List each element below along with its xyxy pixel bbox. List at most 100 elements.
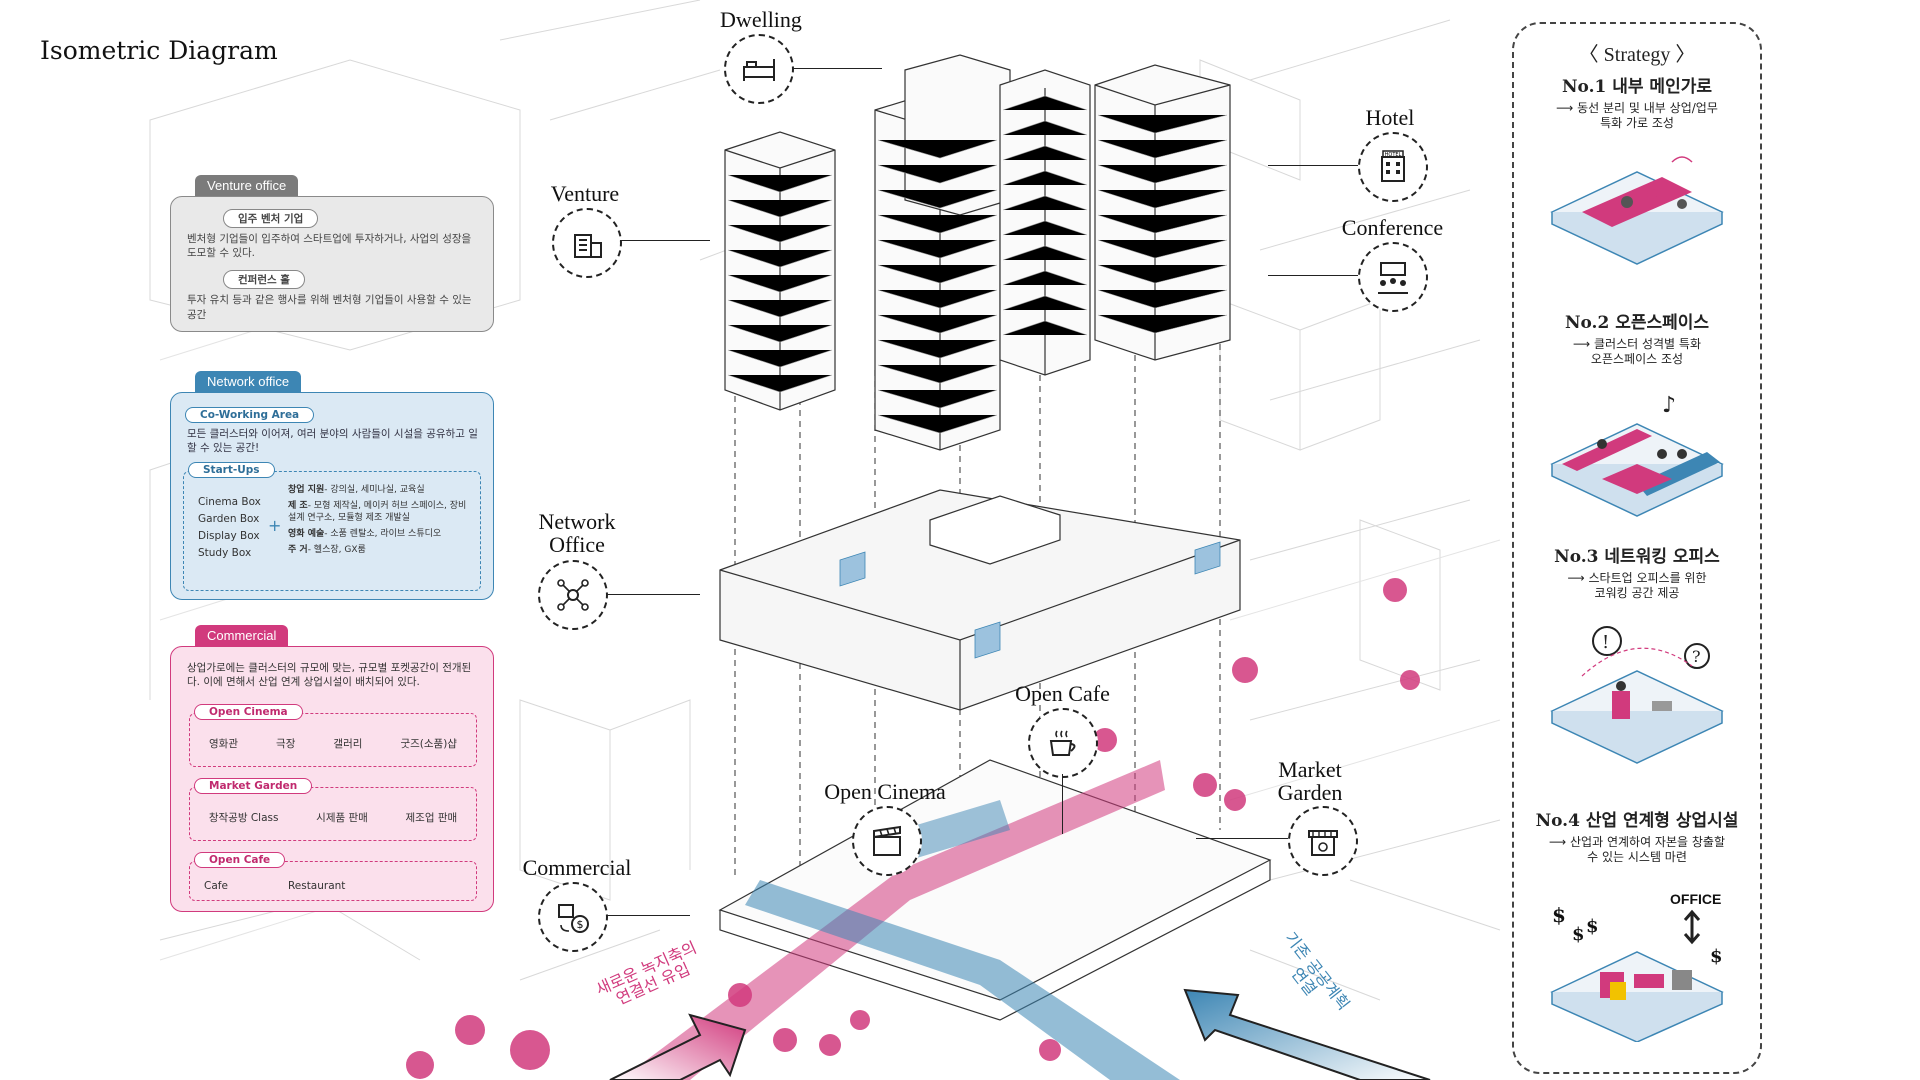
pink-arrow [609,1013,747,1080]
conference-leader [1268,275,1358,276]
venture-office-tab: Venture office [195,175,299,196]
strategy-illustration-openspace: ♪ [1550,393,1724,517]
box-item: Display Box [198,530,260,542]
market-garden-group: Market Garden 창작공방 Class 시제품 판매 제조업 판매 [189,778,477,841]
hotel-leader [1268,165,1358,166]
open-cinema-group: Open Cinema 영화관 극장 갤러리 굿즈(소품)샵 [189,704,477,767]
group-item: Restaurant [287,880,346,892]
strategy-heading: No.4 산업 연계형 상업시설 [1535,811,1739,831]
network-office-tab: Network office [195,371,302,392]
strategy-desc: 오픈스페이스 조성 [1590,352,1684,366]
strategy-illustration-networking: ! ? [1550,626,1724,764]
open-cafe-label: Open Cafe [1015,681,1110,706]
open-cafe-group: Open Cafe Cafe Restaurant [189,852,477,901]
conference-icon [1358,242,1428,312]
startups-pill: Start-Ups [188,462,275,478]
box-item: Study Box [198,547,252,559]
network-icon [538,560,608,630]
hotel-label: Hotel [1365,105,1415,130]
strategy-illustration-street [1550,156,1724,265]
svg-text:$: $ [1586,916,1599,937]
plus-sign: + [268,516,282,535]
venture-office-panel: Venture office 입주 벤처 기업 벤처형 기업들이 입주하여 스타… [170,175,494,332]
commercial-leader [606,915,690,916]
commercial-tab: Commercial [195,625,289,646]
strategy-desc: ⟶ 클러스터 성격별 특화 [1572,337,1701,351]
support-key: 창업 지원 [288,485,325,495]
svg-text:$: $ [1710,946,1723,967]
svg-text:?: ? [1692,647,1701,666]
open-cinema-label: Open Cinema [824,779,946,804]
strategy-heading: No.1 내부 메인가로 [1561,77,1712,97]
strategy-desc: 코워킹 공간 제공 [1594,586,1680,600]
office-building-icon [552,208,622,278]
group-item: 제조업 판매 [405,812,458,824]
coworking-text: 모든 클러스터와 이어져, 여러 분야의 사람들이 시설을 공유하고 일할 수 … [187,428,478,455]
support-value: - 모형 제작실, 메이커 허브 스페이스, 장비설계 연구소, 모듈형 제조 … [288,501,467,523]
svg-text:$: $ [1552,903,1566,927]
venture-pill-1: 입주 벤처 기업 [223,209,319,228]
dwelling-leader [792,68,882,69]
group-pill: Market Garden [194,778,313,794]
coworking-pill: Co-Working Area [185,407,315,423]
support-value: - 소품 렌탈소, 라이브 스튜디오 [324,529,442,539]
svg-text:!: ! [1602,632,1609,653]
market-garden-label: Market Garden [1277,757,1343,806]
group-item: 시제품 판매 [316,812,368,824]
strategy-desc: 특화 가로 조성 [1600,116,1674,130]
network-office-panel: Network office Co-Working Area 모든 클러스터와 … [170,371,494,600]
strategy-desc: ⟶ 산업과 연계하여 자본을 창출할 [1549,835,1725,849]
venture-text-1: 벤처형 기업들이 입주하여 스타트업에 투자하거나, 사업의 성장을 도모할 수… [187,233,472,260]
strategy-panel: 〈 Strategy 〉 No.1 내부 메인가로 ⟶ 동선 분리 및 내부 상… [1512,22,1762,1074]
strategy-illustration-commercial: OFFICE $ $ $ $ [1550,891,1724,1042]
strategy-desc: 수 있는 시스템 마련 [1587,850,1687,864]
commercial-text: 상업가로에는 클러스터의 규모에 맞는, 규모별 포켓공간이 전개된다. 이에 … [187,662,472,689]
bed-icon [724,34,794,104]
group-item: 영화관 [209,738,238,750]
support-key: 주 거 [288,545,308,555]
network-office-leader [606,594,700,595]
clapperboard-icon [852,806,922,876]
commercial-panel: Commercial 상업가로에는 클러스터의 규모에 맞는, 규모별 포켓공간… [170,625,494,912]
venture-text-2: 투자 유치 등과 같은 행사를 위해 벤처형 기업들이 사용할 수 있는 공간 [187,294,472,321]
strategy-desc: ⟶ 동선 분리 및 내부 상업/업무 [1556,101,1718,115]
hotel-icon: HOTEL [1358,132,1428,202]
support-key: 영화 예술 [288,529,325,539]
venture-pill-2: 컨퍼런스 홀 [223,270,305,290]
open-cafe-leader [1062,774,1063,834]
money-exchange-icon: $ [538,882,608,952]
group-item: 창작공방 Class [208,812,279,824]
dwelling-label: Dwelling [720,7,802,32]
hotel-sign-text: HOTEL [1385,152,1402,158]
coffee-cup-icon [1028,708,1098,778]
support-value: - 헬스장, GX룸 [307,545,366,555]
commercial-label: Commercial [522,855,632,880]
venture-label: Venture [550,181,620,206]
strategy-heading: No.2 오픈스페이스 [1564,313,1710,333]
network-office-label: Network Office [538,509,616,558]
market-stall-icon [1288,806,1358,876]
svg-text:$: $ [577,918,584,931]
group-item: 극장 [276,738,296,750]
group-pill: Open Cinema [194,704,303,720]
page-title: Isometric Diagram [40,36,278,65]
office-sign-text: OFFICE [1670,891,1721,907]
startups-box: Start-Ups Cinema Box Garden Box Display … [183,462,481,591]
strategy-heading: No.3 네트워킹 오피스 [1554,547,1720,567]
market-garden-leader [1196,838,1288,839]
strategy-title: 〈 Strategy 〉 [1578,44,1696,66]
box-item: Cinema Box [198,496,261,508]
support-key: 제 조 [288,501,308,511]
svg-text:$: $ [1572,924,1585,945]
venture-leader [620,240,710,241]
blue-arrow [1183,988,1431,1080]
group-pill: Open Cafe [194,852,286,868]
box-item: Garden Box [198,513,260,525]
support-value: - 강의실, 세미나실, 교육실 [324,485,425,495]
group-item: 갤러리 [333,738,363,750]
